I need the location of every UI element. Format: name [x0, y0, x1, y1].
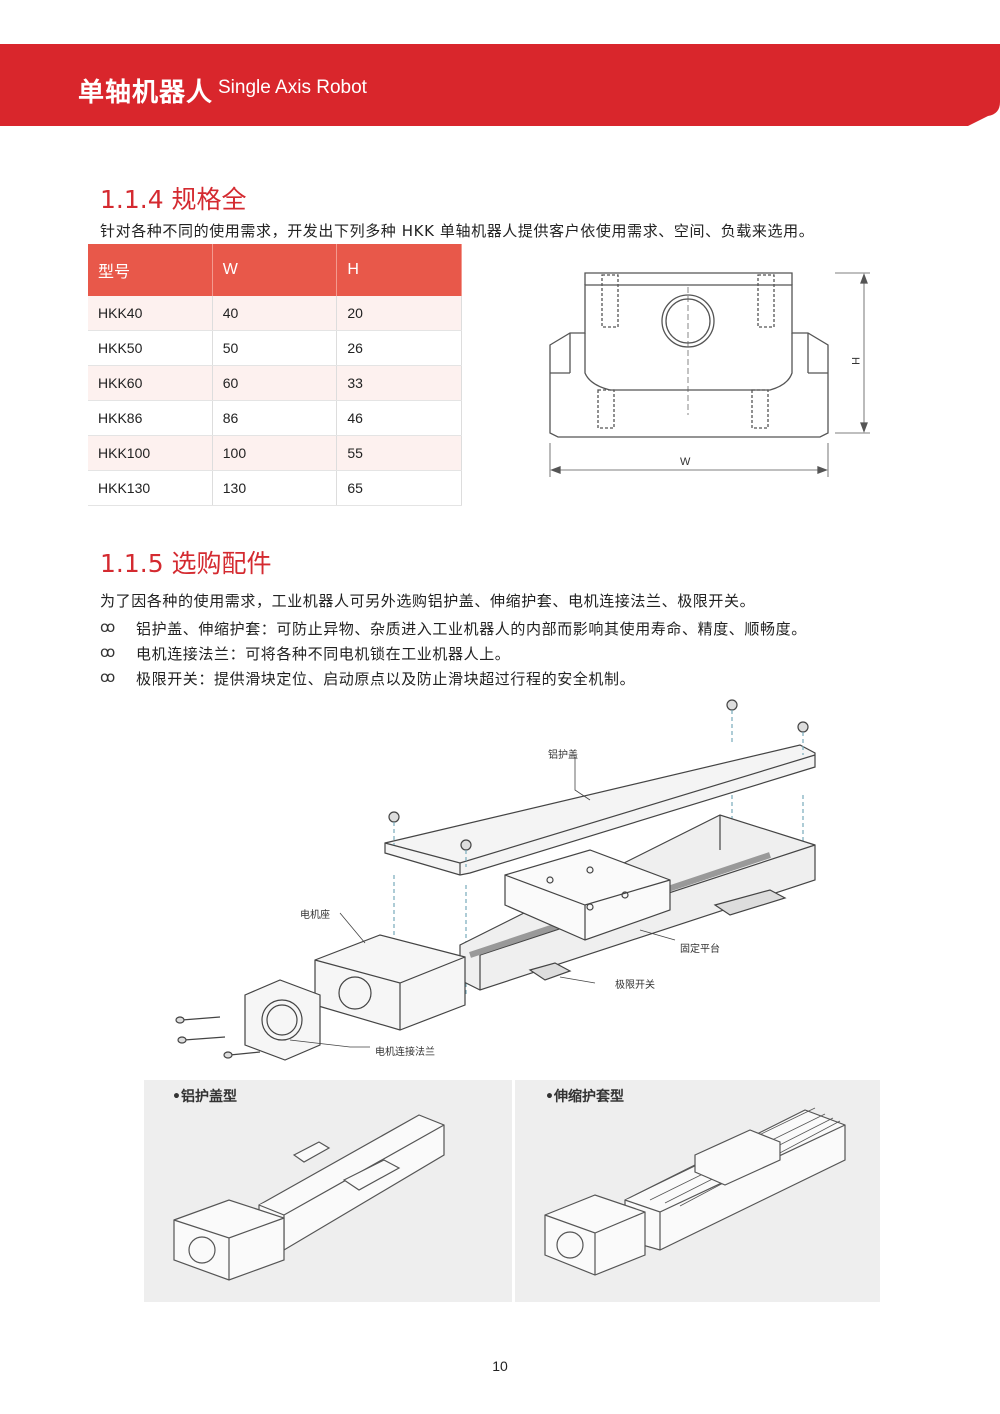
col-header-w: W — [212, 244, 338, 296]
section-heading-accessories: 1.1.5 选购配件 — [100, 549, 272, 578]
cell-h: 46 — [336, 400, 462, 436]
table-row: HKK86 86 46 — [88, 400, 462, 436]
page-number: 10 — [492, 1358, 508, 1374]
cell-model: HKK50 — [88, 330, 213, 366]
header-title-en: Single Axis Robot — [218, 77, 367, 98]
bullet-text: 铝护盖、伸缩护套：可防止异物、杂质进入工业机器人的内部而影响其使用寿命、精度、顺… — [136, 620, 807, 638]
cell-w: 60 — [212, 365, 338, 401]
cell-w: 86 — [212, 400, 338, 436]
label-limit-switch: 极限开关 — [615, 980, 655, 991]
spec-table: 型号 W H HKK40 40 20 HKK50 50 26 HKK60 60 … — [88, 244, 462, 506]
cell-h: 33 — [336, 365, 462, 401]
cell-h: 65 — [336, 470, 462, 506]
cell-model: HKK40 — [88, 296, 213, 331]
cell-model: HKK60 — [88, 365, 213, 401]
bullet-text: 极限开关：提供滑块定位、启动原点以及防止滑块超过行程的安全机制。 — [136, 670, 636, 688]
table-row: HKK100 100 55 — [88, 435, 462, 471]
label-aluminum-cover: 铝护盖 — [548, 750, 578, 761]
section-heading-spec: 1.1.4 规格全 — [100, 185, 247, 214]
aluminum-cover-robot-image — [173, 1114, 445, 1281]
spec-intro: 针对各种不同的使用需求，开发出下列多种 HKK 单轴机器人提供客户依使用需求、空… — [100, 222, 815, 240]
label-flange: 电机连接法兰 — [375, 1047, 435, 1058]
cross-section-drawing: W H — [549, 272, 870, 477]
bullet-icon: ꝏ — [100, 643, 116, 661]
label-motor-seat: 电机座 — [300, 910, 330, 921]
table-row: HKK50 50 26 — [88, 330, 462, 366]
cell-model: HKK86 — [88, 400, 213, 436]
header-banner — [0, 44, 1000, 126]
cell-model: HKK100 — [88, 435, 213, 471]
cell-w: 100 — [212, 435, 338, 471]
cell-model: HKK130 — [88, 470, 213, 506]
cell-h: 26 — [336, 330, 462, 366]
header-title-cn: 单轴机器人 — [78, 78, 214, 108]
bullet-icon: ꝏ — [100, 618, 116, 636]
cell-w: 50 — [212, 330, 338, 366]
bellows-robot-image — [544, 1107, 846, 1276]
cell-w: 130 — [212, 470, 338, 506]
bullet-text: 电机连接法兰：可将各种不同电机锁在工业机器人上。 — [136, 645, 511, 663]
panel-bellows-type: •伸缩护套型 — [515, 1080, 880, 1302]
col-header-model: 型号 — [88, 244, 213, 296]
panel-label: •伸缩护套型 — [545, 1089, 624, 1105]
table-row: HKK130 130 65 — [88, 470, 462, 506]
panel-aluminum-cover-type: •铝护盖型 — [144, 1080, 512, 1302]
exploded-assembly-diagram — [175, 699, 816, 1061]
table-row: HKK60 60 33 — [88, 365, 462, 401]
label-fixed-platform: 固定平台 — [680, 944, 720, 955]
spec-table-header: 型号 W H — [88, 244, 462, 296]
table-row: HKK40 40 20 — [88, 296, 462, 331]
cell-h: 20 — [336, 296, 462, 331]
dim-label-h: H — [849, 357, 861, 365]
col-header-h: H — [336, 244, 462, 296]
cell-w: 40 — [212, 296, 338, 331]
bullet-icon: ꝏ — [100, 668, 116, 686]
panel-label: •铝护盖型 — [172, 1089, 237, 1105]
dim-label-w: W — [680, 456, 691, 468]
cell-h: 55 — [336, 435, 462, 471]
accessories-intro: 为了因各种的使用需求，工业机器人可另外选购铝护盖、伸缩护套、电机连接法兰、极限开… — [100, 592, 756, 610]
